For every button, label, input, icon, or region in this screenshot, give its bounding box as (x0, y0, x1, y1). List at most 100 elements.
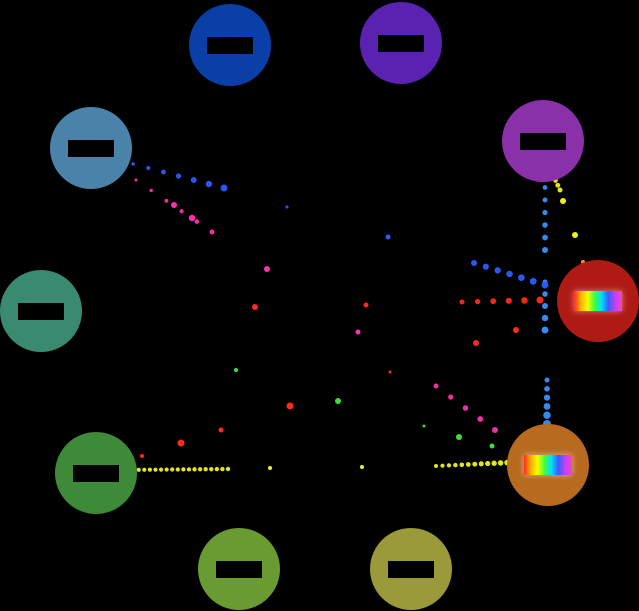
particle (171, 202, 177, 208)
particle (218, 427, 224, 433)
particle (497, 460, 504, 466)
particle (433, 383, 439, 389)
particle (473, 340, 479, 346)
minus-bar-icon (68, 139, 114, 157)
particle (543, 394, 551, 401)
particle (209, 466, 214, 472)
particle (225, 466, 231, 472)
particle (190, 177, 197, 183)
particle (203, 467, 208, 472)
particle (572, 232, 578, 238)
particle (268, 466, 272, 470)
particle (543, 411, 551, 419)
particle (205, 180, 213, 188)
particle (544, 377, 550, 383)
particle (560, 198, 566, 204)
particle (462, 405, 469, 411)
particle (541, 314, 549, 322)
particle (542, 303, 548, 309)
particle (175, 467, 180, 472)
particle (542, 247, 548, 253)
particle (474, 298, 481, 305)
particle (188, 214, 196, 222)
particle (489, 443, 495, 449)
particle (220, 466, 225, 472)
particle (175, 173, 182, 179)
particle (360, 465, 364, 469)
particle (286, 402, 294, 410)
particle (482, 263, 489, 270)
particle (491, 460, 497, 466)
particle (453, 462, 458, 468)
particle (252, 304, 258, 310)
particle (134, 178, 138, 182)
particle (544, 386, 550, 392)
particle (146, 165, 151, 171)
particle (209, 229, 215, 235)
particle (234, 368, 238, 372)
particle (555, 182, 561, 188)
particle (543, 403, 551, 410)
particle (541, 326, 549, 334)
particle (456, 434, 462, 440)
node-blue[interactable] (189, 4, 271, 86)
node-lime[interactable] (198, 528, 280, 610)
particle (136, 467, 141, 472)
particle (335, 398, 341, 404)
particle (164, 198, 169, 203)
particle (385, 234, 391, 240)
particle (506, 270, 513, 278)
particle (214, 466, 220, 472)
particle (478, 461, 484, 467)
particle (161, 169, 166, 175)
particle (434, 464, 438, 468)
node-steel[interactable] (50, 107, 132, 189)
minus-bar-icon (216, 560, 262, 578)
node-teal[interactable] (0, 270, 82, 352)
node-purple[interactable] (502, 100, 584, 182)
particle (465, 462, 471, 467)
minus-bar-icon (378, 34, 424, 52)
particle (557, 187, 563, 193)
particle (192, 467, 197, 472)
minus-bar-icon (520, 132, 566, 150)
particle (194, 219, 200, 224)
particle (197, 467, 203, 472)
particle (541, 281, 549, 289)
particle (492, 427, 498, 433)
particle (490, 298, 497, 305)
particle (422, 424, 426, 428)
particle (536, 296, 544, 304)
particle (518, 274, 525, 281)
particle (164, 467, 169, 472)
particle (388, 370, 392, 374)
node-orange[interactable] (507, 424, 589, 506)
particle (529, 277, 537, 285)
particle (170, 467, 175, 472)
particle (448, 394, 454, 400)
particle (363, 302, 369, 308)
particle (542, 197, 548, 203)
rainbow-bar-icon (524, 455, 572, 475)
particle (158, 467, 164, 472)
particle (440, 463, 445, 468)
particle (542, 209, 548, 216)
node-green[interactable] (55, 432, 137, 514)
node-indigo[interactable] (360, 2, 442, 84)
particle (494, 267, 501, 274)
particle (177, 439, 185, 447)
particle (179, 209, 184, 214)
minus-bar-icon (388, 560, 434, 578)
node-olive[interactable] (370, 528, 452, 610)
minus-bar-icon (207, 36, 253, 54)
particle (186, 467, 192, 472)
particle (131, 162, 135, 166)
particle (513, 327, 519, 333)
rainbow-bar-icon (574, 291, 622, 311)
node-red[interactable] (557, 260, 639, 342)
particle (140, 454, 144, 458)
particle (477, 416, 484, 422)
particle (149, 188, 153, 193)
